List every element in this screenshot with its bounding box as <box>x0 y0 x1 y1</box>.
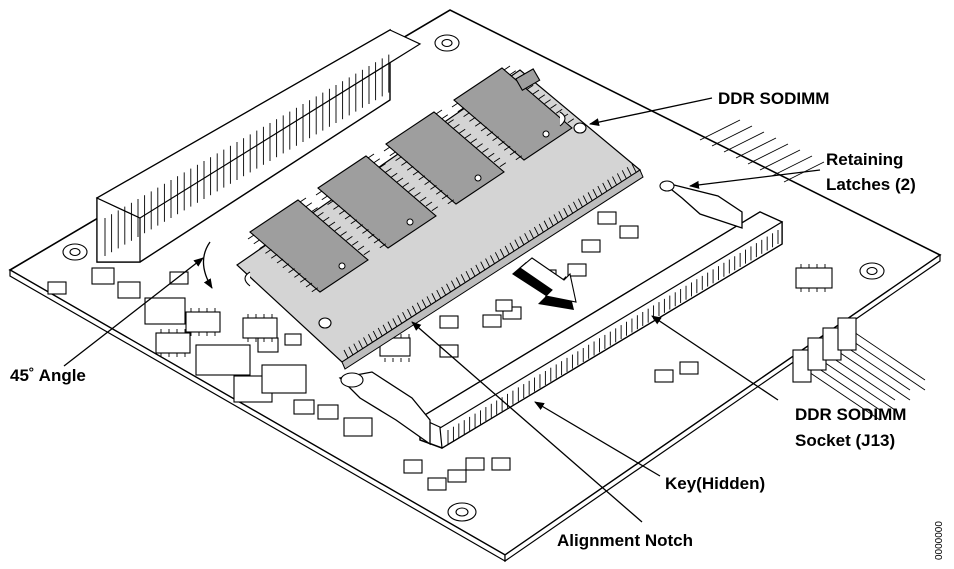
margin-code: 0000000 <box>934 521 945 560</box>
callout-lines <box>63 97 821 523</box>
label-socket-1: DDR SODIMM <box>795 405 906 424</box>
mounting-hole-bottom <box>447 502 477 522</box>
retaining-latch-left <box>338 371 431 446</box>
sodimm-module <box>236 65 644 370</box>
spd-chip <box>515 68 541 91</box>
small-ics <box>155 264 833 362</box>
retaining-latch-right <box>659 180 743 229</box>
memory-chip <box>383 109 507 205</box>
label-alignment-notch: Alignment Notch <box>557 531 693 550</box>
label-retaining-latches-2: Latches (2) <box>826 175 916 194</box>
label-45-angle: 45˚ Angle <box>10 366 86 385</box>
label-key-hidden: Key(Hidden) <box>665 474 765 493</box>
mounting-hole-right <box>859 262 885 280</box>
right-pin-headers <box>699 119 926 421</box>
board-connector <box>95 28 422 263</box>
memory-chip <box>315 153 439 249</box>
sodimm-socket <box>418 211 784 450</box>
mounting-hole-top <box>434 34 460 52</box>
label-ddr-sodimm: DDR SODIMM <box>718 89 829 108</box>
memory-chip <box>247 197 371 293</box>
insertion-direction-arrow <box>512 257 577 310</box>
label-retaining-latches-1: Retaining <box>826 150 903 169</box>
smd-components <box>47 211 699 491</box>
mounting-hole-left <box>62 243 88 261</box>
label-socket-2: Socket (J13) <box>795 431 895 450</box>
